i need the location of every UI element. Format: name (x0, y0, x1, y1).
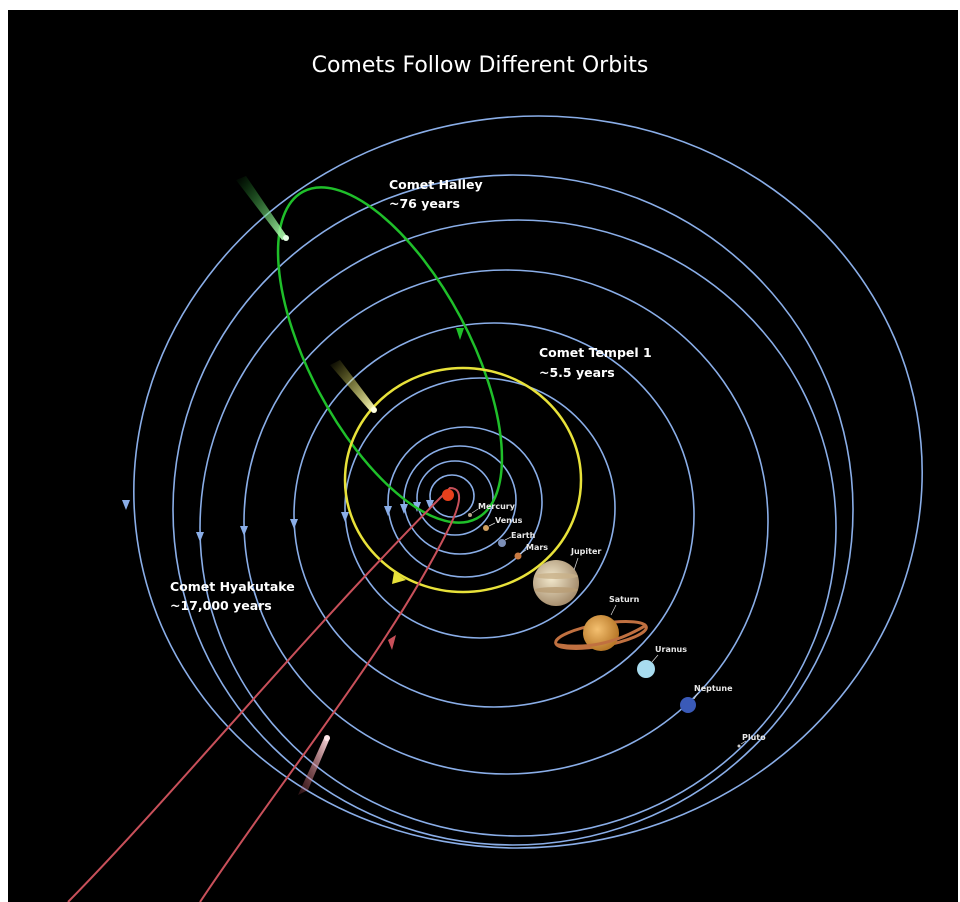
label-mars: Mars (526, 543, 548, 552)
comet-labels: Comet Halley ~76 years Comet Tempel 1 ~5… (170, 177, 652, 613)
diagram-title: Comets Follow Different Orbits (312, 53, 649, 78)
jupiter-band (534, 573, 578, 579)
planet-mercury (468, 513, 472, 517)
tempel-comet-head (371, 407, 377, 413)
hyakutake-comet-tail (298, 738, 330, 795)
sun (442, 489, 454, 501)
planet-orbit-8 (199, 219, 837, 837)
jupiter-band-2 (534, 587, 578, 593)
planet-orbit-2 (416, 460, 494, 536)
orbit-direction-arrow-1 (426, 500, 434, 510)
planet-mars (514, 552, 522, 560)
planet-orbit-9 (133, 115, 923, 849)
label-pluto: Pluto (742, 733, 766, 742)
tempel-comet-tail (330, 360, 376, 411)
solar-system-diagram: Comets Follow Different Orbits (67, 53, 923, 902)
diagram-frame: Comets Follow Different Orbits (8, 10, 958, 902)
planet-jupiter (533, 560, 579, 606)
orbit-direction-arrow-5 (341, 512, 349, 522)
label-neptune: Neptune (694, 684, 733, 693)
orbit-direction-arrow-8 (196, 532, 204, 542)
halley-direction-arrow (456, 328, 464, 340)
tempel-orbit (343, 366, 583, 594)
label-jupiter: Jupiter (570, 547, 601, 556)
label-uranus: Uranus (655, 645, 687, 654)
halley-period: ~76 years (389, 196, 460, 211)
tempel-name: Comet Tempel 1 (539, 345, 652, 360)
planet-leader-lines (471, 508, 747, 745)
hyakutake-name: Comet Hyakutake (170, 579, 295, 594)
orbit-direction-arrow-3 (400, 504, 408, 514)
tempel-period: ~5.5 years (539, 365, 615, 380)
label-saturn: Saturn (609, 595, 640, 604)
hyakutake-orbit (67, 486, 461, 902)
halley-orbit (276, 186, 504, 524)
planet-labels: Mercury Venus Earth Mars Jupiter Saturn … (478, 502, 766, 742)
planet-orbit-7 (243, 269, 769, 775)
planet-pluto (737, 744, 741, 748)
label-venus: Venus (495, 516, 523, 525)
label-earth: Earth (511, 531, 536, 540)
planet-orbit-6 (293, 322, 695, 708)
halley-name: Comet Halley (389, 177, 483, 192)
planet-neptune (680, 697, 696, 713)
orbit-direction-arrow-7 (240, 526, 248, 536)
planet-orbit-1 (429, 474, 475, 518)
orbit-direction-arrow-9 (122, 500, 130, 510)
halley-comet-head (283, 235, 289, 241)
hyakutake-comet-head (324, 735, 330, 741)
tempel-direction-arrow (392, 572, 406, 584)
orbit-direction-arrow-6 (290, 519, 298, 529)
planet-earth (498, 539, 506, 547)
planets (468, 513, 741, 748)
planet-uranus (637, 660, 655, 678)
halley-orbit-group (236, 176, 504, 524)
planet-orbit-4 (387, 426, 543, 578)
planet-orbit-3 (403, 445, 517, 555)
hyakutake-direction-arrow (388, 635, 396, 650)
planet-orbit-outer (172, 174, 854, 846)
planet-venus (483, 525, 489, 531)
planet-orbits (122, 115, 923, 849)
saturn-ring-front (556, 624, 647, 648)
halley-comet-tail (236, 176, 288, 240)
planet-orbit-5 (344, 377, 616, 639)
orbit-direction-arrow-4 (384, 506, 392, 516)
hyakutake-period: ~17,000 years (170, 598, 272, 613)
label-mercury: Mercury (478, 502, 516, 511)
hyakutake-orbit-group (67, 486, 461, 902)
tempel-orbit-group (330, 360, 583, 594)
